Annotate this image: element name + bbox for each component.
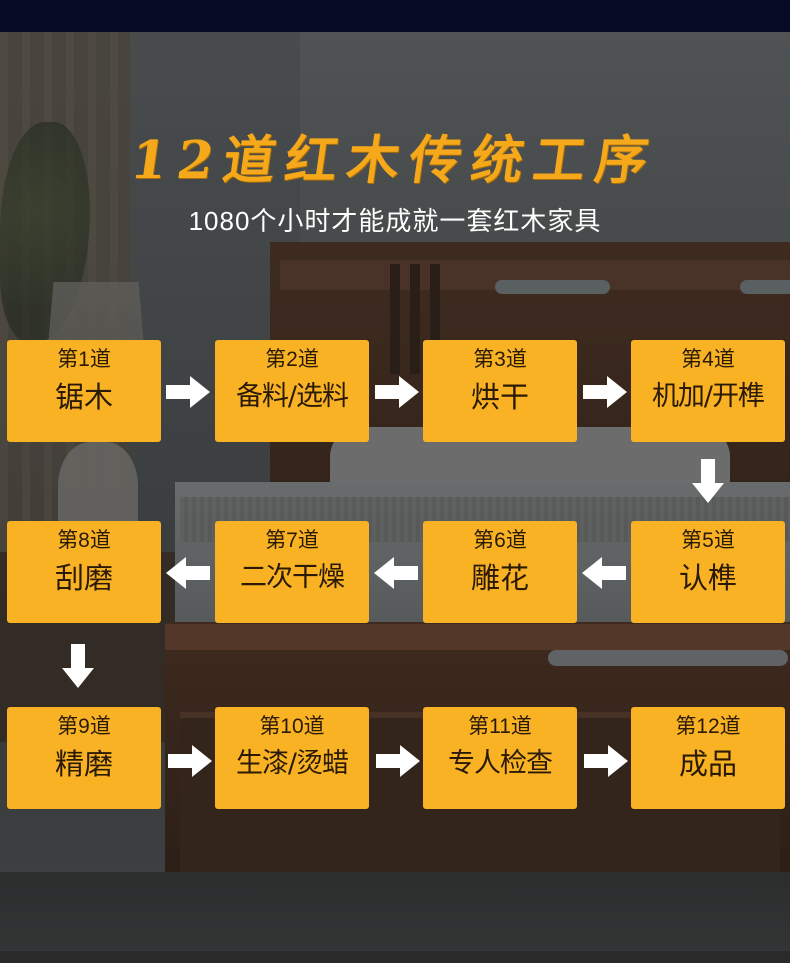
step-number: 第4道 — [681, 348, 735, 371]
step-name: 精磨 — [54, 747, 113, 781]
top-bar — [0, 0, 790, 32]
step-name: 专人检查 — [448, 748, 553, 779]
step-number: 第12道 — [675, 715, 741, 738]
step-name: 锯木 — [54, 380, 113, 414]
arrow-left-icon — [374, 557, 418, 589]
step-number: 第2道 — [265, 348, 319, 371]
arrow-down-icon — [692, 459, 724, 503]
page-title: 12道红木传统工序 — [126, 130, 662, 191]
step-11: 第11道 专人检查 — [423, 707, 577, 809]
step-name: 生漆/烫蜡 — [235, 748, 349, 779]
step-number: 第9道 — [57, 715, 111, 738]
arrow-right-icon — [584, 745, 628, 777]
headboard-slot — [495, 280, 610, 294]
step-4: 第4道 机加/开榫 — [631, 340, 785, 442]
step-name: 认榫 — [678, 561, 737, 595]
step-name: 雕花 — [470, 561, 529, 595]
step-7: 第7道 二次干燥 — [215, 521, 369, 623]
step-1: 第1道 锯木 — [7, 340, 161, 442]
arrow-right-icon — [375, 376, 419, 408]
arrow-left-icon — [582, 557, 626, 589]
headboard-slat — [410, 264, 420, 374]
step-9: 第9道 精磨 — [7, 707, 161, 809]
step-3: 第3道 烘干 — [423, 340, 577, 442]
step-number: 第7道 — [265, 529, 319, 552]
step-5: 第5道 认榫 — [631, 521, 785, 623]
bottom-bar — [0, 951, 790, 963]
step-name: 成品 — [678, 747, 737, 781]
step-name: 刮磨 — [54, 561, 113, 595]
headboard-slot — [740, 280, 790, 294]
step-name: 机加/开榫 — [651, 381, 765, 412]
step-8: 第8道 刮磨 — [7, 521, 161, 623]
step-number: 第5道 — [681, 529, 735, 552]
footboard-rail — [165, 624, 790, 650]
arrow-right-icon — [376, 745, 420, 777]
step-number: 第11道 — [468, 715, 532, 738]
step-number: 第3道 — [473, 348, 527, 371]
step-number: 第1道 — [57, 348, 111, 371]
arrow-left-icon — [166, 557, 210, 589]
floor — [0, 872, 790, 951]
step-name: 备料/选料 — [235, 381, 349, 412]
step-2: 第2道 备料/选料 — [215, 340, 369, 442]
headboard-slat — [430, 264, 440, 374]
page-subtitle: 1080个小时才能成就一套红木家具 — [188, 206, 602, 236]
arrow-down-icon — [62, 644, 94, 688]
step-number: 第8道 — [57, 529, 111, 552]
step-name: 烘干 — [470, 380, 529, 414]
footboard-slot — [548, 650, 788, 666]
step-12: 第12道 成品 — [631, 707, 785, 809]
arrow-right-icon — [168, 745, 212, 777]
arrow-right-icon — [583, 376, 627, 408]
step-number: 第6道 — [473, 529, 527, 552]
arrow-right-icon — [166, 376, 210, 408]
step-name: 二次干燥 — [240, 562, 345, 593]
headboard-slat — [390, 264, 400, 374]
step-10: 第10道 生漆/烫蜡 — [215, 707, 369, 809]
step-number: 第10道 — [259, 715, 325, 738]
step-6: 第6道 雕花 — [423, 521, 577, 623]
